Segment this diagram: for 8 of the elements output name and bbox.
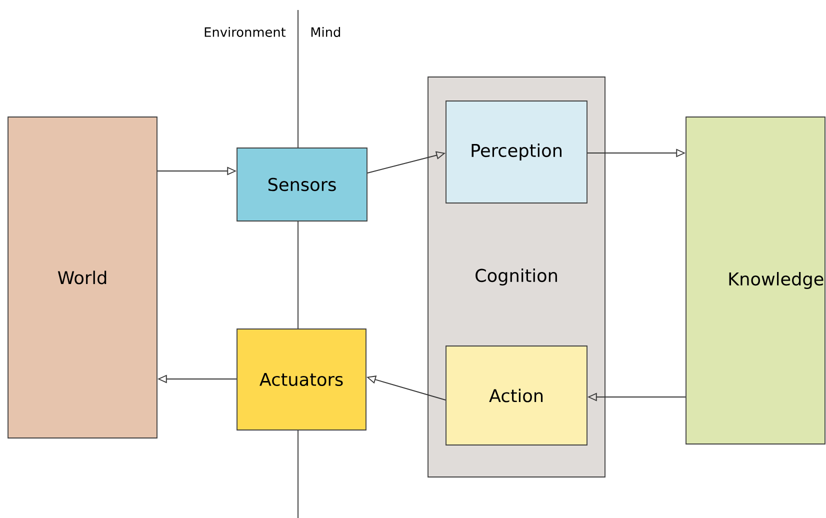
world-box: World [8, 116, 158, 438]
knowledge-box: Knowledge [686, 116, 826, 444]
perception-box: Perception [446, 100, 588, 204]
sensors-box: Sensors [236, 148, 368, 222]
action-box: Action [446, 346, 588, 446]
region-label: Mind [311, 27, 340, 37]
region-label: Environment [204, 27, 286, 37]
actuators-box: Actuators [236, 328, 366, 430]
